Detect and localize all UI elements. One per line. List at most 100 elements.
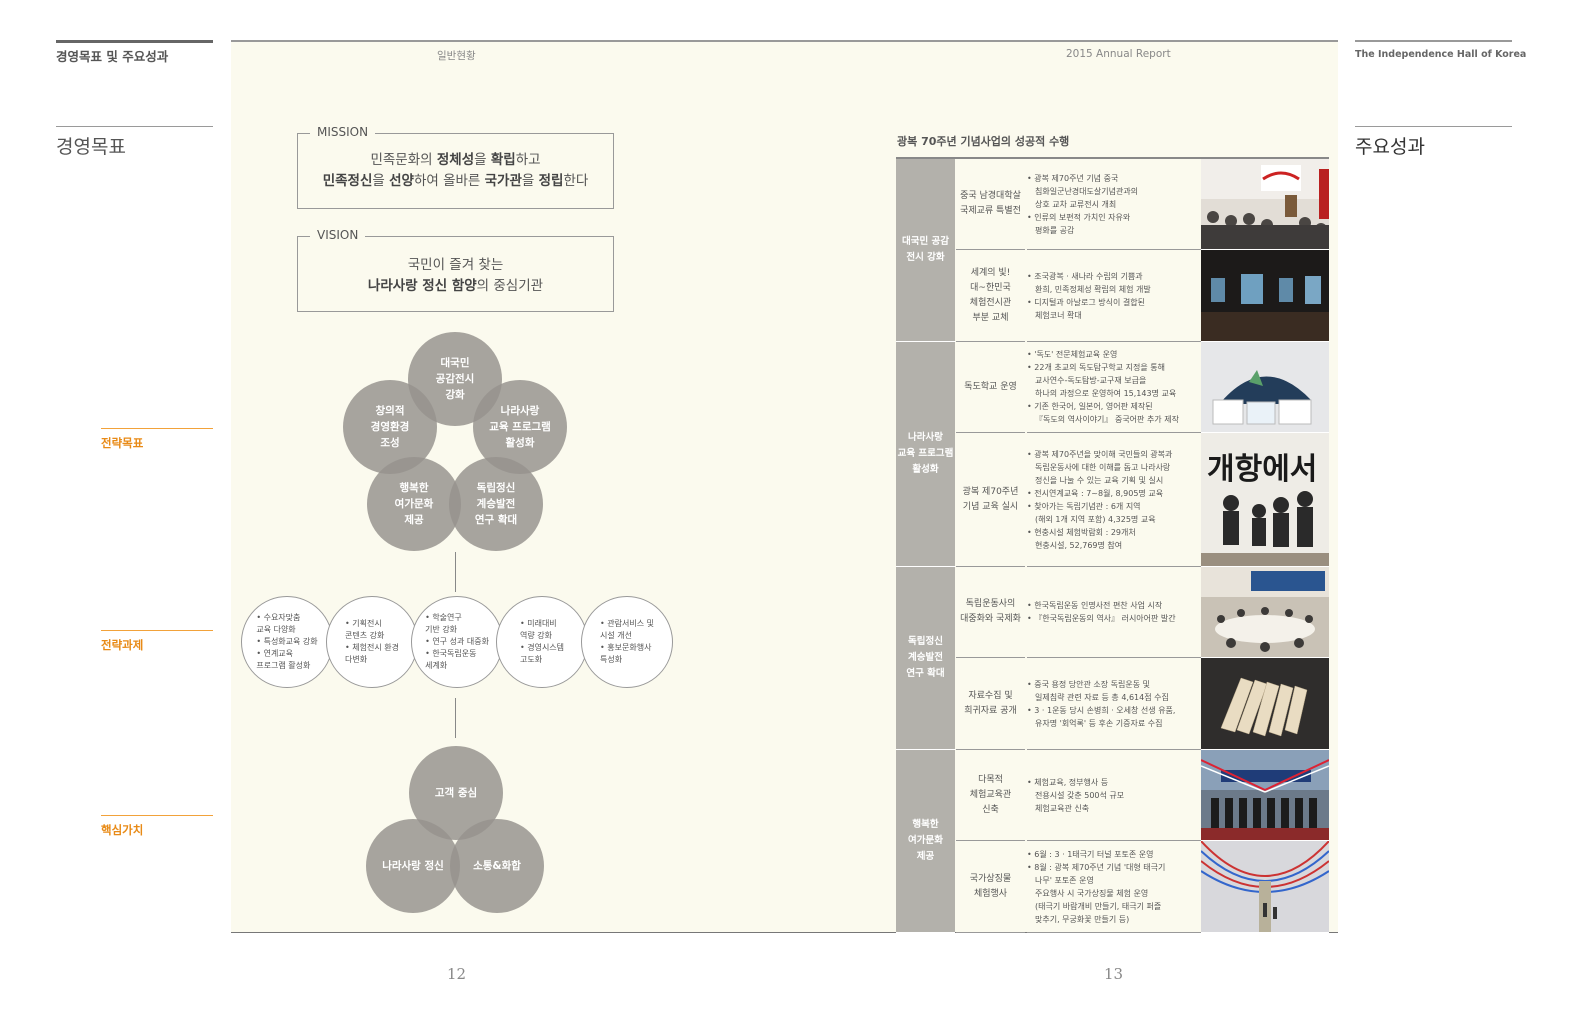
program-cell: 중국 남경대학살 국제교류 특별전 xyxy=(956,159,1025,250)
description-item: • 전시연계교육 : 7~8월, 8,905명 교육 xyxy=(1027,488,1164,498)
text-run: 한다 xyxy=(563,173,589,189)
description-item: • 한국독립운동 인명사전 편찬 사업 시작 xyxy=(1027,601,1163,610)
right-running-head: 2015 Annual Report xyxy=(1066,48,1171,60)
description-cell: • 조국광복 · 새나라 수립의 기쁨과 환희, 민족정체성 확립의 체험 개발… xyxy=(1027,250,1201,342)
category-cell: 대국민 공감 전시 강화 xyxy=(896,159,955,342)
program-cell: 세계의 빛! 대~한민국 체험전시관 부분 교체 xyxy=(956,250,1025,342)
table-top-rule xyxy=(896,157,1329,159)
description-item: • 조국광복 · 새나라 수립의 기쁨과 환희, 민족정체성 확립의 체험 개발 xyxy=(1027,271,1151,294)
task-circle: • 미래대비 역량 강화 • 경영시스템 고도화 xyxy=(496,596,588,688)
task-item: • 홍보문화행사 특성화 xyxy=(600,643,652,664)
strategic-goal-rule xyxy=(101,428,213,429)
vision-label: VISION xyxy=(310,228,366,242)
photo-family-education: 개항에서 xyxy=(1201,433,1329,567)
strategic-tasks-label: 전략과제 xyxy=(101,638,144,652)
description-item: • 6월 : 3 · 1태극기 터널 포토존 운영 xyxy=(1027,849,1154,859)
photo-opening-ceremony xyxy=(1201,750,1329,841)
description-item: • 중국 용정 당안관 소장 독립운동 및 일제침략 관련 자료 등 총 4,6… xyxy=(1027,679,1169,702)
left-section-title: 경영목표 xyxy=(56,136,126,158)
description-cell: • 중국 용정 당안관 소장 독립운동 및 일제침략 관련 자료 등 총 4,6… xyxy=(1027,658,1201,750)
description-item: • 현충시설 체험박람회 : 29개처 현충시설, 52,769명 참여 xyxy=(1027,527,1136,550)
goal-circle-research: 독립정신 계승발전 연구 확대 xyxy=(449,457,543,551)
description-item: • 22개 초교의 독도탐구학교 지정을 통해 교사연수-독도탐방-교구재 보급… xyxy=(1027,363,1177,398)
task-item: • 수요자맞춤 교육 다양화 xyxy=(256,613,301,634)
photo-historical-documents xyxy=(1201,658,1329,750)
text-run: 하여 올바른 xyxy=(413,173,485,189)
task-item: • 연구 성과 대중화 xyxy=(425,637,489,646)
photo-exhibition-hall xyxy=(1201,250,1329,342)
program-cell: 독도학교 운영 xyxy=(956,342,1025,433)
vision-line-1: 국민이 즐겨 찾는 xyxy=(407,257,504,273)
table-title: 광복 70주년 기념사업의 성공적 수행 xyxy=(897,135,1070,148)
description-cell: • 체험교육, 정부행사 등 전용시설 갖춘 500석 규모 체험교육관 신축 xyxy=(1027,750,1201,841)
brand-header: The Independence Hall of Korea xyxy=(1355,49,1527,60)
vision-box: VISION 국민이 즐겨 찾는 나라사랑 정신 함양의 중심기관 xyxy=(297,228,614,312)
left-section-rule xyxy=(56,126,213,127)
right-section-title: 주요성과 xyxy=(1355,136,1425,158)
text-run-bold: 선양 xyxy=(389,173,414,189)
photo-exhibition-ceremony xyxy=(1201,159,1329,250)
description-item: • 광복 제70주년 기념 중국 침화일군난경대도살기념관과의 상호 교차 교류… xyxy=(1027,173,1139,209)
connector-line xyxy=(455,552,456,592)
page-number-left: 12 xyxy=(447,965,467,983)
connector-line xyxy=(455,698,456,738)
description-item: • 찾아가는 독립기념관 : 6개 지역 (해외 1개 지역 포함) 4,325… xyxy=(1027,501,1156,524)
task-item: • 미래대비 역량 강화 xyxy=(519,619,557,640)
left-header-rule xyxy=(56,40,213,43)
text-run-bold: 국가관 xyxy=(484,173,522,189)
category-cell: 행복한 여가문화 제공 xyxy=(896,750,955,933)
mission-box: MISSION 민족문화의 정체성을 확립하고 민족정신을 선양하여 올바른 국… xyxy=(297,125,614,209)
page-number-right: 13 xyxy=(1104,965,1124,983)
text-run: 의 중심기관 xyxy=(476,278,544,294)
task-item: • 경영시스템 고도화 xyxy=(519,643,565,664)
description-item: • 기존 한국어, 일본어, 영어판 제작된 『독도의 역사이야기』 중국어판 … xyxy=(1027,402,1179,424)
handwriting-text: 개항에서 xyxy=(1207,452,1317,487)
program-cell: 다목적 체험교육관 신축 xyxy=(956,750,1025,841)
photo-flag-tunnel xyxy=(1201,841,1329,933)
photo-conference xyxy=(1201,567,1329,658)
task-item: • 연계교육 프로그램 활성화 xyxy=(256,649,311,670)
description-item: • '독도' 전문체험교육 운영 xyxy=(1027,350,1118,359)
text-run-bold: 나라사랑 정신 함양 xyxy=(367,278,477,294)
task-item: • 학술연구 기반 강화 xyxy=(425,613,462,634)
description-item: • 『한국독립운동의 역사』 러시아어판 발간 xyxy=(1027,614,1176,623)
mission-label: MISSION xyxy=(310,125,376,139)
text-run-bold: 정립 xyxy=(538,173,564,189)
task-item: • 한국독립운동 세계화 xyxy=(425,649,477,670)
right-section-rule xyxy=(1355,126,1512,127)
task-item: • 기획전시 콘텐츠 강화 xyxy=(345,619,385,640)
text-run: 하고 xyxy=(515,152,541,168)
category-cell: 독립정신 계승발전 연구 확대 xyxy=(896,567,955,750)
task-item: • 체험전시 환경 다변화 xyxy=(345,643,399,664)
text-run: 민족문화의 xyxy=(370,152,437,168)
description-cell: • 광복 제70주년을 맞이해 국민들의 광복과 독립운동사에 대한 이해를 돕… xyxy=(1027,433,1201,567)
program-cell: 국가상징물 체험행사 xyxy=(956,841,1025,933)
strategic-tasks-rule xyxy=(101,630,213,631)
right-header-rule xyxy=(1355,40,1512,42)
page-bottom-rule xyxy=(231,932,1338,933)
task-item: • 관람서비스 및 시설 개선 xyxy=(600,619,654,640)
value-circle-communication: 소통&화합 xyxy=(450,819,544,913)
program-cell: 광복 제70주년 기념 교육 실시 xyxy=(956,433,1025,567)
description-item: • 3 · 1운동 당시 손병희 · 오세창 선생 유품, 유자명 '회억록' … xyxy=(1027,705,1176,728)
description-cell: • 6월 : 3 · 1태극기 터널 포토존 운영• 8월 : 광복 제70주년… xyxy=(1027,841,1201,933)
description-item: • 디지털과 아날로그 방식이 결합된 체험코너 확대 xyxy=(1027,297,1145,320)
left-section-header: 경영목표 및 주요성과 xyxy=(56,49,169,64)
text-run-bold: 정체성 xyxy=(436,152,475,168)
strategic-goal-label: 전략목표 xyxy=(101,436,144,450)
program-cell: 자료수집 및 희귀자료 공개 xyxy=(956,658,1025,750)
description-cell: • '독도' 전문체험교육 운영 • 22개 초교의 독도탐구학교 지정을 통해 … xyxy=(1027,342,1201,433)
description-item: • 체험교육, 정부행사 등 전용시설 갖춘 500석 규모 체험교육관 신축 xyxy=(1027,777,1125,813)
text-run: 을 xyxy=(474,152,491,168)
description-cell: • 광복 제70주년 기념 중국 침화일군난경대도살기념관과의 상호 교차 교류… xyxy=(1027,159,1201,250)
left-running-head: 일반현황 xyxy=(437,50,476,62)
mission-line-1: 민족문화의 정체성을 확립하고 xyxy=(298,150,613,171)
text-run: 을 xyxy=(521,173,539,189)
task-circle: • 관람서비스 및 시설 개선 • 홍보문화행사 특성화 xyxy=(581,596,673,688)
vision-line-2: 나라사랑 정신 함양의 중심기관 xyxy=(298,276,613,297)
core-values-label: 핵심가치 xyxy=(101,823,144,837)
photo-dokdo-materials xyxy=(1201,342,1329,433)
description-item: • 인류의 보편적 가치인 자유와 평화를 공감 xyxy=(1027,212,1131,235)
description-item: • 광복 제70주년을 맞이해 국민들의 광복과 독립운동사에 대한 이해를 돕… xyxy=(1027,449,1173,485)
text-run: 을 xyxy=(372,173,390,189)
